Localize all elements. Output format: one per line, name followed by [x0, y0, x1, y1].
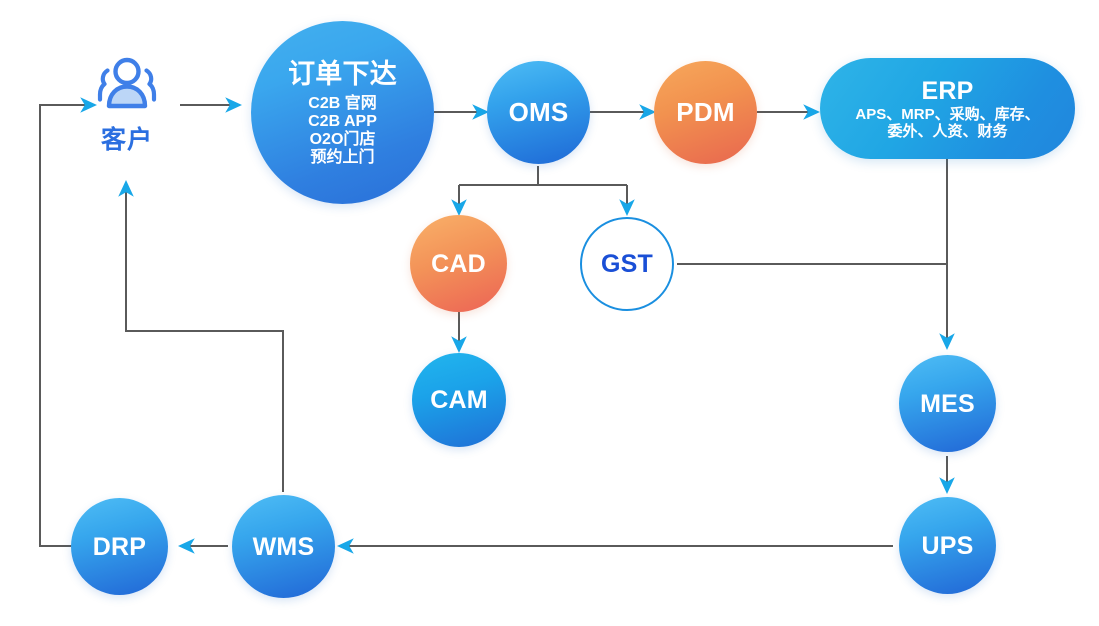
- customer-label: 客户: [100, 126, 153, 154]
- erp-line-2: 委外、人资、财务: [887, 122, 1008, 140]
- order-line-3: O2O门店: [309, 130, 376, 148]
- erp-line-1: APS、MRP、采购、库存、: [855, 105, 1040, 123]
- node-order[interactable]: 订单下达 C2B 官网 C2B APP O2O门店 预约上门: [251, 21, 434, 204]
- order-line-1: C2B 官网: [308, 94, 377, 112]
- erp-title: ERP: [921, 76, 974, 105]
- node-cam[interactable]: CAM: [412, 353, 506, 447]
- node-pdm[interactable]: PDM: [654, 61, 757, 164]
- order-title: 订单下达: [288, 58, 397, 89]
- cam-label: CAM: [430, 386, 488, 414]
- users-group-icon: [97, 57, 157, 109]
- node-ups[interactable]: UPS: [899, 497, 996, 594]
- order-line-4: 预约上门: [310, 148, 375, 166]
- node-oms[interactable]: OMS: [487, 61, 590, 164]
- ups-label: UPS: [921, 531, 974, 560]
- node-cad[interactable]: CAD: [410, 215, 507, 312]
- node-mes[interactable]: MES: [899, 355, 996, 452]
- node-erp[interactable]: ERP APS、MRP、采购、库存、 委外、人资、财务: [820, 58, 1075, 159]
- drp-label: DRP: [92, 532, 147, 561]
- oms-label: OMS: [508, 96, 569, 127]
- wms-label: WMS: [252, 532, 315, 561]
- order-line-2: C2B APP: [308, 112, 377, 130]
- node-drp[interactable]: DRP: [71, 498, 168, 595]
- gst-label: GST: [601, 250, 653, 278]
- node-wms[interactable]: WMS: [232, 495, 335, 598]
- pdm-label: PDM: [676, 96, 735, 127]
- mes-label: MES: [920, 389, 975, 418]
- node-customer[interactable]: 客户: [92, 56, 162, 156]
- edge-drp-to-customer: [39, 97, 97, 547]
- edge-wms-to-customer: [118, 180, 284, 492]
- cad-label: CAD: [431, 249, 486, 278]
- node-gst[interactable]: GST: [580, 217, 674, 311]
